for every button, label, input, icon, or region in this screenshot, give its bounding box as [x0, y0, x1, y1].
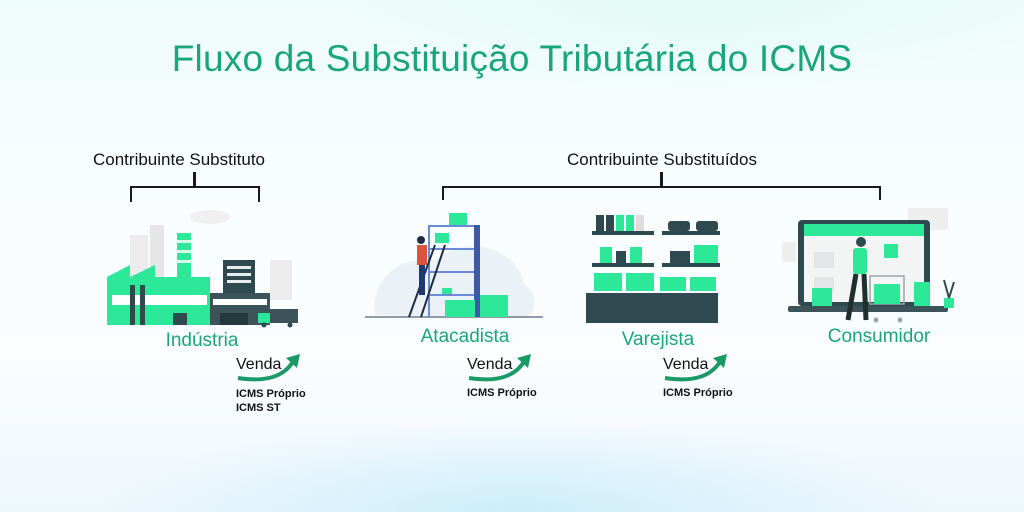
tax-item: ICMS Próprio	[467, 387, 537, 399]
sale-arrow-3: Venda	[661, 352, 741, 382]
stage-label-varejista: Varejista	[621, 329, 695, 350]
bracket-substituidos	[442, 186, 881, 200]
growth-arrow-icon	[468, 354, 531, 382]
tax-item: ICMS Próprio	[236, 388, 306, 400]
sale-label-1: Venda	[236, 356, 282, 373]
stage-label-consumidor: Consumidor	[827, 326, 931, 347]
sale-label-3: Venda	[663, 356, 709, 373]
bracket-stem-substituto	[193, 172, 196, 187]
bracket-stem-substituidos	[660, 172, 663, 187]
retail-shelves-illustration	[582, 207, 722, 325]
tax-item: ICMS Próprio	[663, 387, 733, 399]
bracket-substituto	[130, 186, 260, 202]
group-label-substituto: Contribuinte Substituto	[93, 150, 265, 169]
online-shopper-illustration	[778, 202, 963, 327]
warehouse-ladder-illustration	[365, 205, 545, 325]
sale-taxes-2: ICMS Próprio	[467, 386, 537, 400]
factory-illustration	[100, 205, 305, 330]
sale-label-2: Venda	[467, 356, 513, 373]
stage-label-atacadista: Atacadista	[420, 326, 510, 347]
growth-arrow-icon	[664, 354, 727, 382]
page-title: Fluxo da Substituição Tributária do ICMS	[171, 38, 853, 79]
sale-arrow-1: Venda	[234, 352, 314, 382]
group-label-substituidos: Contribuinte Substituídos	[567, 150, 757, 169]
sale-arrow-2: Venda	[465, 352, 545, 382]
growth-arrow-icon	[237, 354, 300, 382]
sale-taxes-1: ICMS Próprio ICMS ST	[236, 387, 306, 415]
stage-label-industria: Indústria	[165, 330, 239, 351]
sale-taxes-3: ICMS Próprio	[663, 386, 733, 400]
tax-item: ICMS ST	[236, 402, 281, 414]
